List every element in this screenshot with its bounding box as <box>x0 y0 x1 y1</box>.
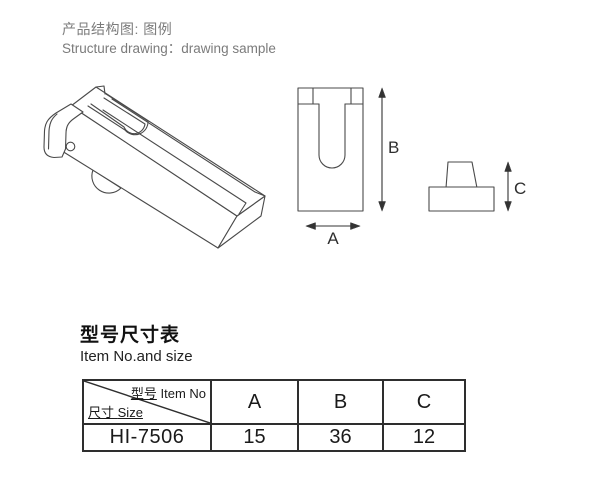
table-corner-cell: 型号 Item No 尺寸 Size <box>84 381 210 423</box>
front-view-slot-mouth <box>297 87 364 105</box>
header-title-en: Structure drawing：drawing sample <box>62 41 276 56</box>
iso-u-slot-inner <box>90 97 146 135</box>
iso-pin-bump <box>91 169 122 194</box>
dimension-arrow-b <box>378 87 386 212</box>
table-header-b: B <box>297 381 382 423</box>
technical-drawings: B A C <box>43 85 526 249</box>
dimension-label-b: B <box>388 138 399 157</box>
diagonal-divider <box>84 381 210 423</box>
table-header-a: A <box>210 381 297 423</box>
table-cell-b: 36 <box>297 423 382 450</box>
spec-table: 型号 Item No 尺寸 Size A B C HI-7506 15 36 1… <box>82 379 466 452</box>
side-view-base <box>428 186 495 212</box>
header-title-zh: 产品结构图: 图例 <box>62 21 173 37</box>
table-cell-a: 15 <box>210 423 297 450</box>
front-view-u-slot <box>318 103 346 169</box>
dimension-arrow-c <box>504 161 512 212</box>
side-view-drawing: C <box>428 161 526 212</box>
section-title-en: Item No.and size <box>80 348 193 365</box>
corner-label-size: 尺寸 Size <box>88 405 143 420</box>
table-cell-item-no: HI-7506 <box>84 423 210 450</box>
front-view-drawing: B A <box>297 87 399 248</box>
iso-hole <box>65 141 76 152</box>
isometric-view-drawing <box>43 85 266 249</box>
dimension-arrow-a <box>305 222 361 230</box>
iso-flange-inner-edge <box>47 113 58 150</box>
section-title-zh: 型号尺寸表 <box>80 325 181 346</box>
table-header-c: C <box>382 381 464 423</box>
iso-end-notch <box>95 85 106 95</box>
dimension-label-a: A <box>327 229 339 248</box>
front-view-outline <box>297 87 364 212</box>
table-cell-c: 12 <box>382 423 464 450</box>
page-header: 产品结构图: 图例 Structure drawing：drawing samp… <box>62 20 276 58</box>
side-view-knob <box>445 161 478 189</box>
iso-u-slot-outer <box>87 93 149 136</box>
corner-label-item-no: 型号 Item No <box>130 386 206 401</box>
dimension-label-c: C <box>514 179 526 198</box>
iso-channel-frame <box>102 98 266 215</box>
